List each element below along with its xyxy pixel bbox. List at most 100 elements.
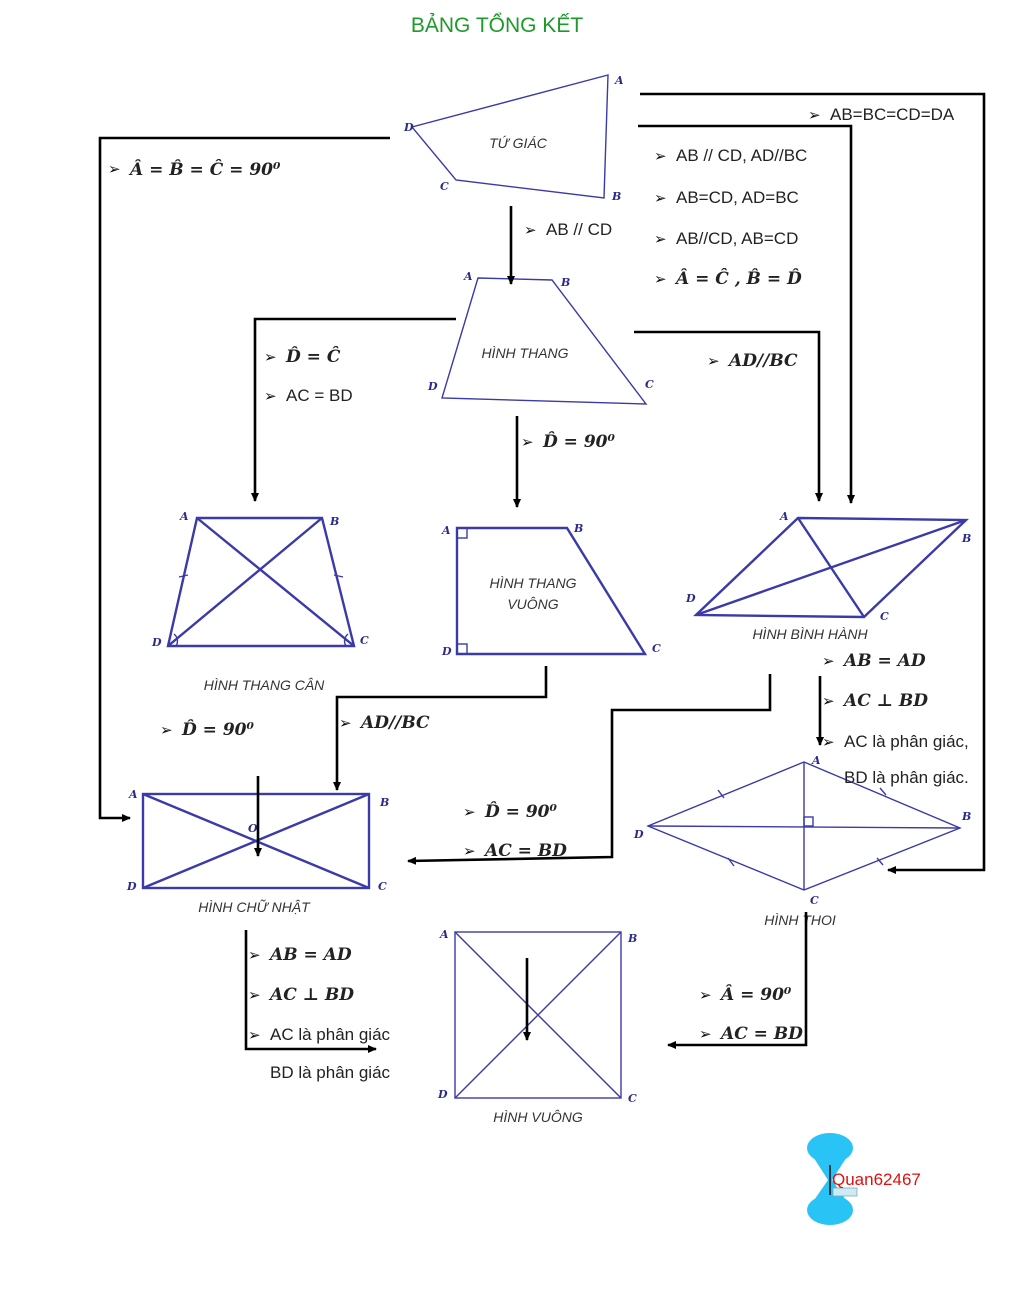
shape-name: HÌNH THANG CÂN [204, 677, 325, 693]
bullet: ➢ [699, 986, 712, 1004]
vertex-label: C [378, 880, 387, 893]
bullet: ➢ [463, 803, 476, 821]
hourglass-icon [807, 1133, 858, 1225]
vertex-label: C [652, 642, 661, 655]
arrow-tg-to-para [638, 124, 855, 504]
condition-rect-to-square-1: AB = AD [268, 945, 352, 965]
shape-hinh-thang: A B C D HÌNH THANG [427, 270, 654, 405]
bullet: ➢ [654, 147, 667, 165]
vertex-label: A [811, 754, 821, 767]
vertex-label: C [880, 610, 889, 623]
vertex-label: D [126, 880, 137, 893]
vertex-label: B [560, 276, 570, 289]
connectors [98, 92, 986, 1053]
bullet: ➢ [654, 230, 667, 248]
bullet: ➢ [822, 692, 835, 710]
arrow-right-to-rect [333, 666, 548, 791]
condition-para-to-rhombus-2: AC ⊥ BD [842, 691, 928, 711]
bullet: ➢ [463, 842, 476, 860]
condition-tg-to-para-3: AB//CD, AB=CD [676, 229, 798, 248]
vertex-label: C [810, 894, 819, 907]
vertex-label: C [360, 634, 369, 647]
condition-para-to-rhombus-4: BD là phân giác. [844, 768, 969, 787]
shape-name: HÌNH CHỮ NHẬT [198, 899, 311, 915]
conditions: ➢ Â = B̂ = Ĉ = 90⁰ ➢ AB=BC=CD=DA ➢ AB //… [108, 105, 969, 1082]
vertex-label: D [403, 121, 414, 134]
vertex-label: B [961, 532, 971, 545]
vertex-label: B [329, 515, 339, 528]
vertex-label: A [779, 510, 789, 523]
vertex-label: C [645, 378, 654, 391]
vertex-label: D [151, 636, 162, 649]
bullet: ➢ [822, 652, 835, 670]
vertex-label: B [573, 522, 583, 535]
condition-para-to-rect-1: D̂ = 90⁰ [484, 802, 557, 822]
bullet: ➢ [264, 387, 277, 405]
vertex-label: C [440, 180, 449, 193]
condition-rhombus-to-square-2: AC = BD [719, 1024, 803, 1044]
shape-tu-giac: A B C D TỨ GIÁC [403, 74, 624, 203]
vertex-label: A [128, 788, 138, 801]
vertex-label: A [463, 270, 473, 283]
condition-rect-to-square-2: AC ⊥ BD [268, 985, 354, 1005]
watermark: Quan62467 [807, 1133, 921, 1225]
condition-para-to-rect-2: AC = BD [483, 841, 567, 861]
vertex-label: B [961, 810, 971, 823]
shape-name: HÌNH BÌNH HÀNH [752, 626, 868, 642]
vertex-label: B [379, 796, 389, 809]
vertex-label: B [627, 932, 637, 945]
condition-tg-to-para-4: Â = Ĉ , B̂ = D̂ [674, 268, 802, 289]
bullet: ➢ [248, 946, 261, 964]
vertex-label: A [614, 74, 624, 87]
condition-tg-to-rect: Â = B̂ = Ĉ = 90⁰ [128, 159, 281, 180]
vertex-label: A [439, 928, 449, 941]
condition-trap-to-para: AD//BC [727, 351, 798, 371]
bullet: ➢ [822, 733, 835, 751]
arrow-tg-to-rhombus [640, 92, 986, 874]
watermark-text: Quan62467 [832, 1170, 921, 1189]
shape-hinh-chu-nhat: A B C D O HÌNH CHỮ NHẬT [126, 788, 389, 915]
bullet: ➢ [524, 221, 537, 239]
vertex-label: A [179, 510, 189, 523]
shape-hinh-binh-hanh: A B C D HÌNH BÌNH HÀNH [685, 510, 971, 642]
condition-trap-to-right: D̂ = 90⁰ [542, 432, 615, 452]
bullet: ➢ [654, 189, 667, 207]
arrow-trap-to-iso [251, 317, 456, 502]
shape-name: VUÔNG [507, 596, 558, 612]
shape-hinh-thoi: A B C D HÌNH THOI [633, 754, 971, 928]
bullet: ➢ [808, 106, 821, 124]
shape-hinh-thang-can: A B C D HÌNH THANG CÂN [151, 510, 369, 693]
arrow-para-to-rect [407, 674, 772, 865]
bullet: ➢ [521, 433, 534, 451]
vertex-label: O [248, 822, 258, 835]
condition-trap-to-iso-1: D̂ = Ĉ [285, 346, 341, 367]
condition-tg-to-trap: AB // CD [546, 220, 612, 239]
vertex-label: D [437, 1088, 448, 1101]
vertex-label: B [611, 190, 621, 203]
bullet: ➢ [339, 714, 352, 732]
condition-para-to-rhombus-1: AB = AD [842, 651, 926, 671]
page-title: BẢNG TỔNG KẾT [411, 13, 583, 37]
bullet: ➢ [248, 986, 261, 1004]
condition-right-to-rect: AD//BC [359, 713, 430, 733]
condition-iso-to-rect: D̂ = 90⁰ [181, 720, 254, 740]
shape-name: HÌNH THANG [481, 345, 568, 361]
condition-rect-to-square-4: BD là phân giác [270, 1063, 391, 1082]
vertex-label: D [633, 828, 644, 841]
condition-tg-to-para-1: AB // CD, AD//BC [676, 146, 807, 165]
bullet: ➢ [699, 1025, 712, 1043]
shape-name: HÌNH THOI [764, 912, 836, 928]
arrow-tg-to-rect [98, 136, 390, 822]
vertex-label: D [427, 380, 438, 393]
condition-tg-to-para-2: AB=CD, AD=BC [676, 188, 799, 207]
condition-rect-to-square-3: AC là phân giác [270, 1025, 391, 1044]
condition-rhombus-to-square-1: Â = 90⁰ [719, 984, 792, 1005]
shape-hinh-vuong: A B C D HÌNH VUÔNG [437, 928, 637, 1125]
vertex-label: A [441, 524, 451, 537]
arrow-rhombus-to-square [667, 912, 808, 1049]
shape-hinh-thang-vuong: A B C D HÌNH THANG VUÔNG [441, 522, 661, 658]
shape-name: HÌNH THANG [489, 575, 576, 591]
shape-name: HÌNH VUÔNG [493, 1109, 583, 1125]
vertex-label: C [628, 1092, 637, 1105]
